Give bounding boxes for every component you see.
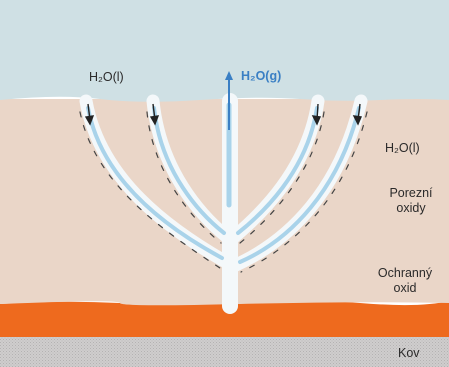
label-water-gas: H₂O(g) [241, 69, 281, 84]
metal-layer [0, 336, 449, 367]
label-water-liquid-top: H₂O(l) [89, 70, 124, 85]
label-porous-oxide: Porezní oxidy [378, 186, 444, 216]
label-metal: Kov [398, 346, 420, 361]
label-water-liquid-side: H₂O(l) [385, 141, 420, 156]
label-protective-oxide-line2: oxid [367, 281, 443, 296]
label-porous-oxide-line2: oxidy [378, 201, 444, 216]
label-porous-oxide-line1: Porezní [378, 186, 444, 201]
label-protective-oxide-line1: Ochranný [367, 266, 443, 281]
label-protective-oxide: Ochranný oxid [367, 266, 443, 296]
water-layer [0, 0, 449, 102]
